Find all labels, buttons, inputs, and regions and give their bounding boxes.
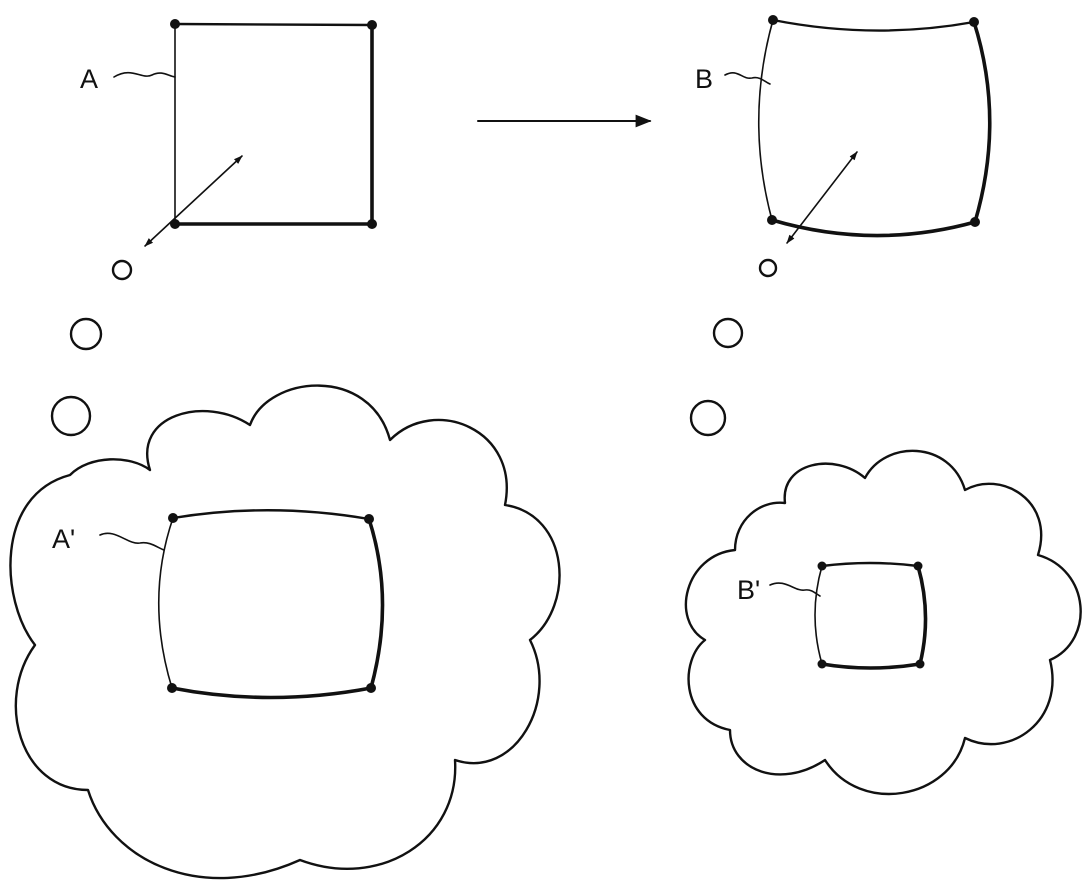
thought-bubble-medium-left (69, 317, 103, 351)
thought-bubble-large-left (50, 395, 92, 437)
shape-a-prime-top-edge (171, 509, 371, 521)
label-b-prime: B' (737, 575, 760, 605)
label-a-prime-leader (99, 532, 165, 551)
shape-a-prime-corner-tl (168, 513, 178, 523)
shape-b-prime (814, 561, 928, 670)
shape-b (757, 15, 992, 238)
shape-a-prime-corner-br (366, 683, 376, 693)
shape-b-corner-tr (969, 17, 979, 27)
thought-bubble-small-left (111, 259, 133, 281)
shape-a-top-edge (173, 22, 374, 27)
shape-b-top-edge (771, 18, 976, 32)
shape-a-corner-tl (170, 19, 180, 29)
shape-b-prime-top-edge (820, 561, 920, 568)
cloud-right (684, 449, 1082, 796)
shape-b-prime-corner-br (915, 659, 925, 669)
shape-a-prime-bottom-edge (170, 686, 373, 700)
shape-b-prime-left-edge (814, 565, 823, 665)
thought-bubble-small-right (758, 258, 778, 278)
thought-bubble-medium-right (712, 317, 744, 349)
shape-b-prime-bottom-edge (820, 662, 922, 670)
shape-a-prime-right-edge (367, 517, 385, 690)
shape-a-double-arrow (144, 155, 243, 247)
cloud-left (9, 384, 561, 880)
shape-a-prime (157, 509, 385, 700)
shape-b-prime-corner-bl (817, 659, 827, 669)
label-a-prime: A' (52, 524, 75, 554)
shape-b-left-edge (757, 19, 774, 221)
thought-bubble-large-right (689, 399, 727, 437)
label-a: A (80, 64, 98, 94)
shape-a-prime-corner-tr (364, 514, 374, 524)
label-b: B (695, 64, 713, 94)
shape-b-prime-corner-tr (913, 561, 923, 571)
label-b-prime-leader (769, 582, 821, 597)
shape-b-prime-corner-tl (817, 561, 827, 571)
shape-a-prime-left-edge (157, 517, 174, 689)
shape-b-corner-br (970, 217, 980, 227)
shape-b-corner-bl (767, 215, 777, 225)
shape-a (170, 19, 377, 229)
shape-a-corner-br (367, 219, 377, 229)
label-b-leader (724, 72, 771, 85)
label-a-leader (113, 71, 176, 78)
shape-b-double-arrow (786, 151, 858, 244)
shape-a-prime-corner-bl (167, 683, 177, 693)
shape-b-right-edge (972, 20, 992, 224)
shape-b-prime-right-edge (916, 564, 928, 666)
shape-a-corner-tr (367, 20, 377, 30)
shape-b-corner-tl (768, 15, 778, 25)
